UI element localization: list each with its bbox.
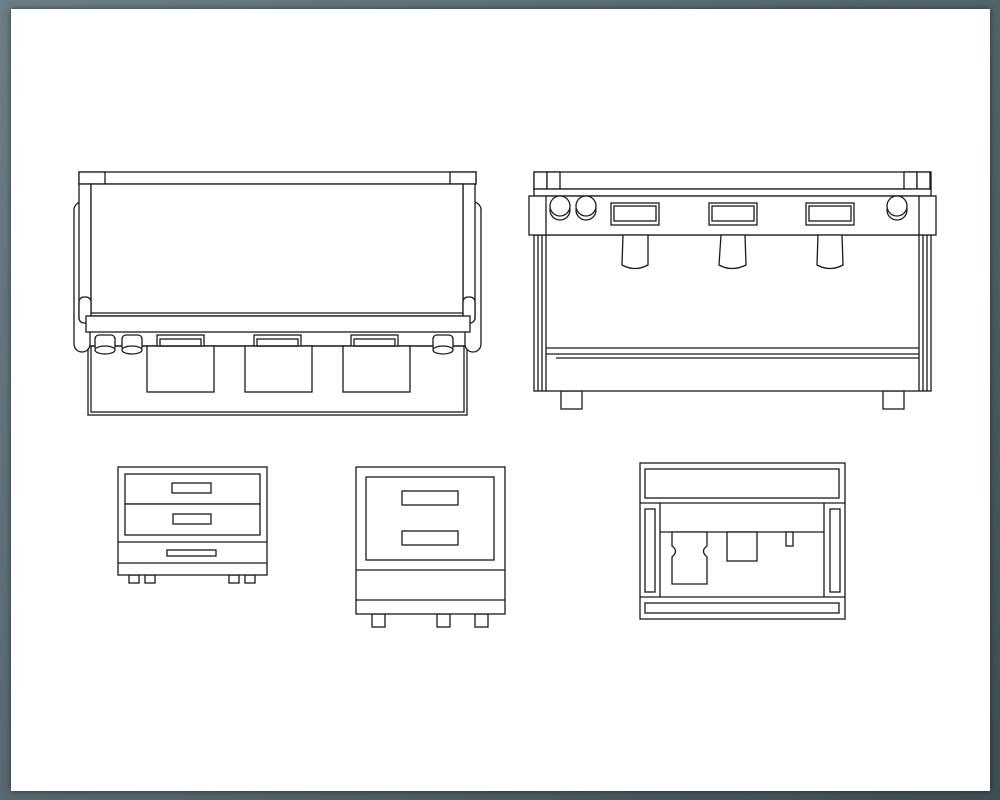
handle xyxy=(172,513,212,525)
handle xyxy=(401,490,459,506)
group-box-1 xyxy=(146,345,215,393)
foot xyxy=(882,390,905,410)
foot xyxy=(560,390,583,410)
top-rail xyxy=(533,171,932,190)
front-ledge xyxy=(85,315,471,333)
group-head-icon xyxy=(621,234,844,270)
knob-icon xyxy=(94,334,454,355)
display-icon xyxy=(610,202,855,226)
handle xyxy=(166,549,217,557)
handle xyxy=(401,530,459,546)
machine-side-section xyxy=(639,462,846,620)
group-box-3 xyxy=(342,345,411,393)
group-box-2 xyxy=(244,345,313,393)
top-rail xyxy=(78,171,477,185)
cabinet-front-view xyxy=(355,466,506,628)
espresso-machine-top-view xyxy=(73,171,482,416)
handle xyxy=(171,482,212,494)
espresso-machine-front-view xyxy=(528,171,937,410)
grinder-front-view xyxy=(117,466,268,584)
cup-warmer xyxy=(90,183,464,317)
knob-icon xyxy=(549,195,908,221)
portafilter-icon xyxy=(671,531,708,585)
